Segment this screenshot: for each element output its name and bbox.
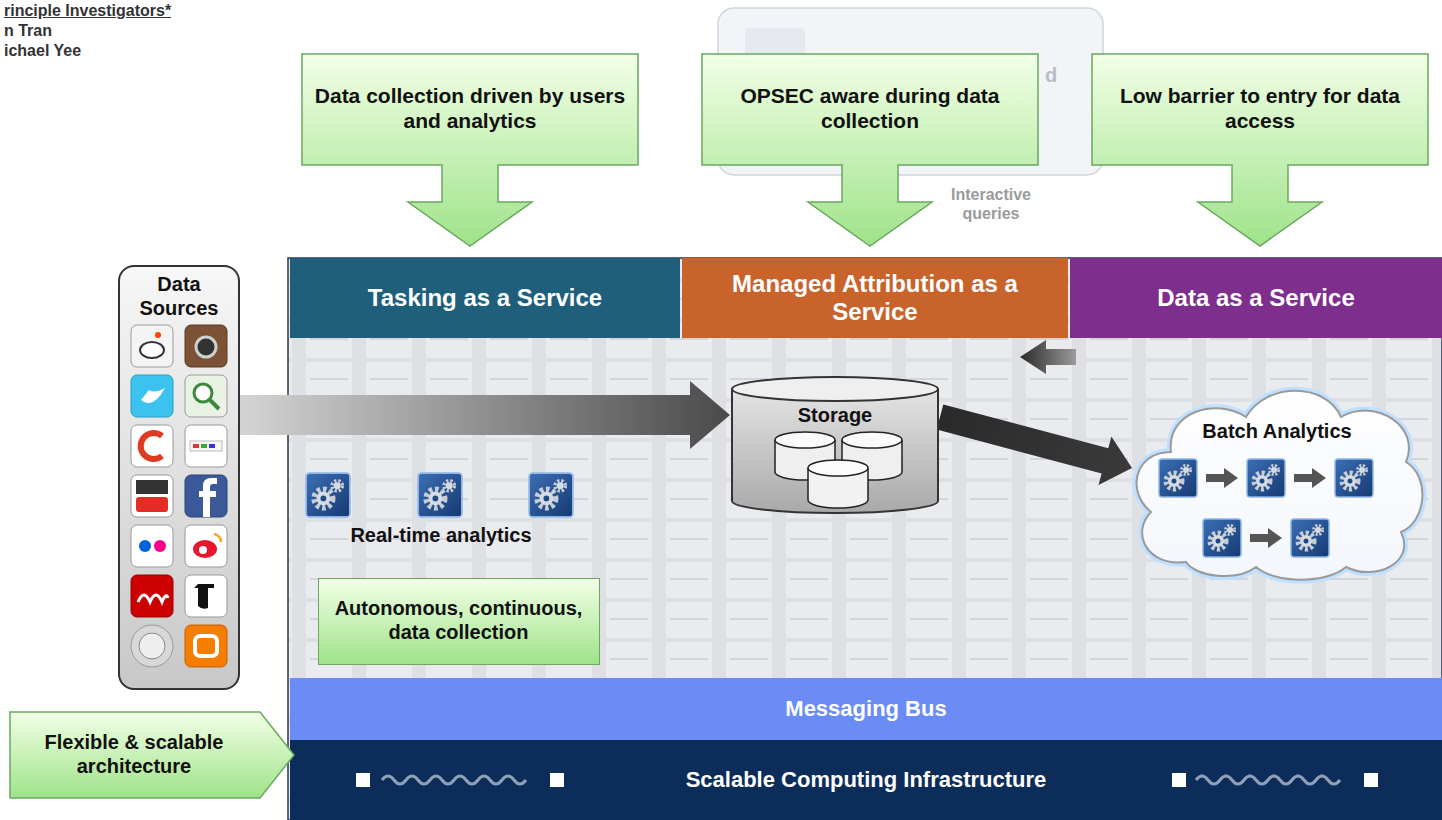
text-area: OPSEC aware during data collection: [700, 52, 1040, 165]
node-text: Batch Analytics: [1202, 420, 1351, 444]
source-icons: [131, 325, 227, 667]
flow-arrow: [240, 381, 730, 449]
batch-gears: [1159, 459, 1373, 557]
node-text: Storage: [798, 404, 872, 428]
service-band: Data as a Service: [1070, 258, 1442, 338]
infra-decor: [356, 773, 1378, 787]
disk-stack: [775, 432, 902, 508]
node-text: Messaging Bus: [785, 696, 946, 722]
text-area: Storage: [730, 399, 940, 433]
node-text: Managed Attribution as a Service: [694, 270, 1056, 327]
text-area: Data as a Service: [1070, 258, 1442, 338]
node-text: OPSEC aware during data collection: [712, 84, 1028, 134]
label-box: Interactive queries: [935, 186, 1047, 224]
node-text: Tasking as a Service: [368, 284, 602, 312]
text-area: Tasking as a Service: [290, 258, 680, 338]
shape-outline: [1090, 52, 1430, 248]
text-area: Data Sources: [118, 269, 240, 325]
node-text: Data collection driven by users and anal…: [312, 84, 628, 134]
text-area: Messaging Bus: [290, 678, 1442, 740]
heading-fragment: rinciple Investigators*: [4, 2, 264, 21]
text-area: Flexible & scalable architecture: [8, 710, 260, 800]
text-area: Managed Attribution as a Service: [682, 258, 1068, 338]
label-box: rinciple Investigators*: [4, 2, 264, 21]
service-band: Managed Attribution as a Service: [682, 258, 1068, 338]
realtime-gears: [306, 473, 573, 517]
note-box: Autonomous, continuous, data collection: [318, 578, 600, 665]
flow-arrow: [937, 404, 1132, 485]
architecture-panel: [288, 258, 1442, 820]
query-arrow: [1020, 340, 1076, 374]
bus-band: Messaging Bus: [290, 678, 1442, 740]
text-area: Low barrier to entry for data access: [1090, 52, 1430, 165]
node-text: Autonomous, continuous, data collection: [330, 597, 588, 644]
callout-arrow: Low barrier to entry for data access: [1090, 52, 1430, 248]
service-band: Tasking as a Service: [290, 258, 680, 338]
label-box: d: [1045, 64, 1065, 88]
node-text: Flexible & scalable architecture: [20, 731, 248, 778]
node-text: Data Sources: [122, 273, 236, 320]
node-text: Low barrier to entry for data access: [1102, 84, 1418, 134]
faded-text: d: [1045, 64, 1065, 88]
callout-pentagon: Flexible & scalable architecture: [8, 710, 298, 800]
label-box: ichael Yee: [4, 42, 204, 61]
analytics-label: Real-time analytics: [296, 524, 586, 548]
node-text: Scalable Computing Infrastructure: [686, 767, 1047, 793]
name-fragment: ichael Yee: [4, 42, 204, 61]
text-area: Data collection driven by users and anal…: [300, 52, 640, 165]
shape-outline: [300, 52, 640, 248]
label-box: n Tran: [4, 22, 204, 41]
node-text: Data as a Service: [1157, 284, 1354, 312]
name-fragment: n Tran: [4, 22, 204, 41]
callout-arrow: Data collection driven by users and anal…: [300, 52, 640, 248]
text-area: Batch Analytics: [1166, 414, 1388, 450]
faded-text: Interactive queries: [935, 186, 1047, 224]
text-area: Autonomous, continuous, data collection: [318, 578, 600, 665]
label-box: Real-time analytics: [296, 524, 586, 548]
